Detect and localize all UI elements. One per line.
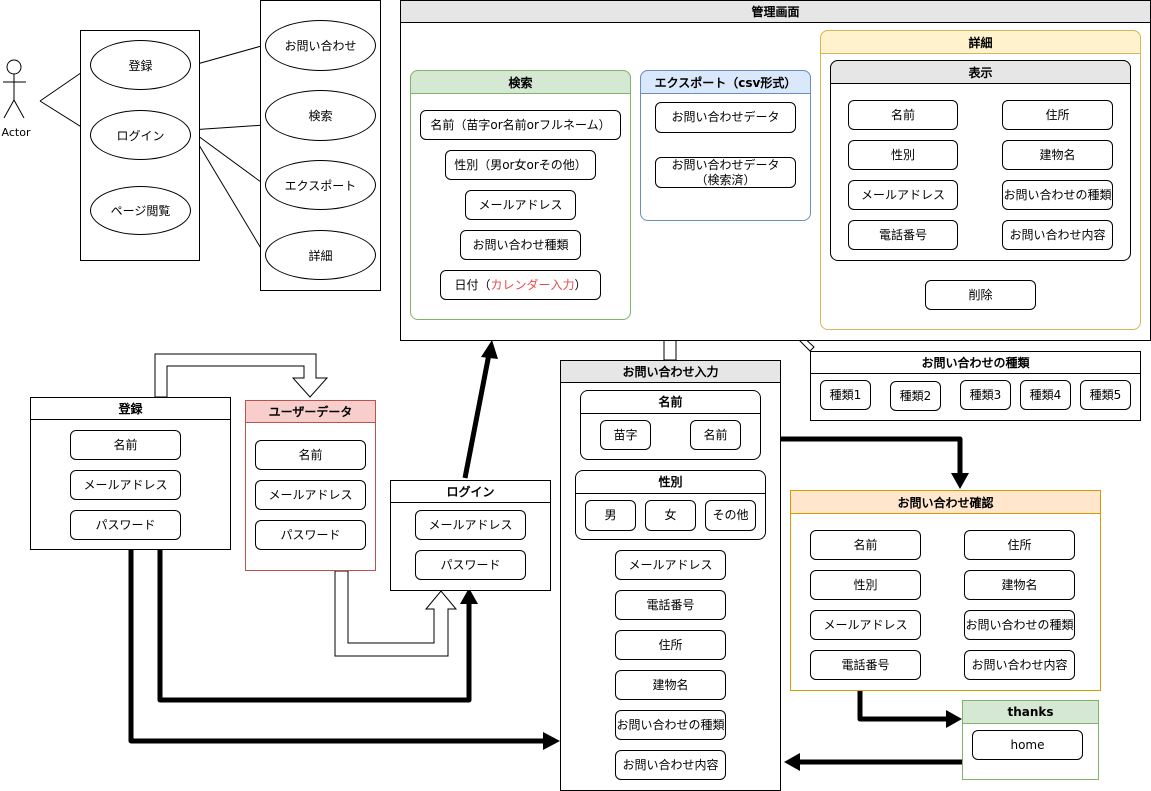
inquiry-field-last-name: 苗字 xyxy=(600,420,651,450)
search-date-prefix: 日付（ xyxy=(454,277,491,292)
detail-display-title: 表示 xyxy=(830,60,1131,84)
inquiry-input-title: お問い合わせ入力 xyxy=(560,360,781,383)
flow-arrowheads xyxy=(460,340,969,771)
detail-field-address: 住所 xyxy=(1002,100,1113,130)
search-field-gender: 性別（男or女orその他） xyxy=(445,150,596,180)
export-inquiry-data: お問い合わせデータ xyxy=(655,102,796,133)
confirm-field-phone: 電話番号 xyxy=(810,650,921,680)
inquiry-type-3: 種類3 xyxy=(960,380,1011,410)
detail-field-name: 名前 xyxy=(848,100,958,130)
inquiry-confirm-title: お問い合わせ確認 xyxy=(790,490,1101,514)
detail-field-building: 建物名 xyxy=(1002,140,1113,170)
detail-field-inquiry-content: お問い合わせ内容 xyxy=(1002,220,1113,250)
search-field-date: 日付（カレンダー入力） xyxy=(440,270,601,300)
confirm-field-gender: 性別 xyxy=(810,570,921,600)
inquiry-field-type: お問い合わせの種類 xyxy=(615,710,726,740)
usecase-register: 登録 xyxy=(90,40,191,90)
detail-panel-title: 詳細 xyxy=(820,30,1141,54)
register-field-name: 名前 xyxy=(70,430,181,460)
inquiry-gender-male: 男 xyxy=(585,500,636,531)
confirm-field-name: 名前 xyxy=(810,530,921,560)
inquiry-field-first-name: 名前 xyxy=(690,420,741,450)
confirm-field-building: 建物名 xyxy=(964,570,1075,600)
detail-delete-button: 削除 xyxy=(925,280,1036,310)
login-field-password: パスワード xyxy=(415,550,526,580)
thanks-home-button: home xyxy=(972,730,1083,760)
export-panel-title: エクスポート（csv形式） xyxy=(640,70,811,94)
inquiry-field-address: 住所 xyxy=(615,630,726,660)
userdata-title: ユーザーデータ xyxy=(245,400,376,423)
actor-label: Actor xyxy=(1,126,31,139)
inquiry-name-title: 名前 xyxy=(580,390,761,414)
inquiry-field-email: メールアドレス xyxy=(615,550,726,580)
inquiry-field-building: 建物名 xyxy=(615,670,726,700)
confirm-field-address: 住所 xyxy=(964,530,1075,560)
usecase-inquiry: お問い合わせ xyxy=(265,20,376,71)
export-panel xyxy=(640,70,811,221)
export-inquiry-data-filtered: お問い合わせデータ （検索済） xyxy=(655,157,796,188)
search-field-name: 名前（苗字or名前orフルネーム） xyxy=(420,110,621,140)
inquiry-field-content: お問い合わせ内容 xyxy=(615,750,726,780)
usecase-login: ログイン xyxy=(90,110,191,160)
flow-arrows xyxy=(128,353,963,765)
confirm-field-inquiry-type: お問い合わせの種類 xyxy=(964,610,1075,640)
inquiry-gender-female: 女 xyxy=(645,500,696,531)
inquiry-gender-title: 性別 xyxy=(575,470,766,494)
inquiry-type-1: 種類1 xyxy=(820,380,871,410)
inquiry-types-title: お問い合わせの種類 xyxy=(810,351,1141,374)
search-field-email: メールアドレス xyxy=(465,190,576,220)
admin-screen-title: 管理画面 xyxy=(400,0,1151,23)
thanks-title: thanks xyxy=(962,700,1099,724)
inquiry-type-4: 種類4 xyxy=(1020,380,1071,410)
usecase-page-view: ページ閲覧 xyxy=(90,186,191,235)
detail-field-phone: 電話番号 xyxy=(848,220,958,250)
detail-field-gender: 性別 xyxy=(848,140,958,170)
userdata-field-password: パスワード xyxy=(255,520,366,550)
inquiry-type-2: 種類2 xyxy=(890,381,941,411)
detail-field-inquiry-type: お問い合わせの種類 xyxy=(1002,180,1113,210)
usecase-search: 検索 xyxy=(265,90,376,141)
login-field-email: メールアドレス xyxy=(415,510,526,540)
search-date-calendar-input: カレンダー入力 xyxy=(490,277,575,292)
usecase-export: エクスポート xyxy=(265,160,376,210)
inquiry-type-5: 種類5 xyxy=(1080,380,1131,410)
inquiry-gender-other: その他 xyxy=(705,500,756,531)
register-screen-title: 登録 xyxy=(30,397,231,420)
userdata-field-email: メールアドレス xyxy=(255,480,366,510)
inquiry-field-phone: 電話番号 xyxy=(615,590,726,620)
search-date-suffix: ） xyxy=(574,277,587,292)
actor-figure-icon xyxy=(3,59,26,119)
confirm-field-inquiry-content: お問い合わせ内容 xyxy=(964,650,1075,680)
login-screen-title: ログイン xyxy=(390,480,551,503)
actor-association-lines xyxy=(39,44,266,256)
confirm-field-email: メールアドレス xyxy=(810,610,921,640)
register-field-email: メールアドレス xyxy=(70,470,181,500)
search-field-inquiry-type: お問い合わせ種類 xyxy=(460,230,581,260)
register-field-password: パスワード xyxy=(70,510,181,540)
search-panel-title: 検索 xyxy=(410,70,631,94)
userdata-field-name: 名前 xyxy=(255,440,366,470)
detail-field-email: メールアドレス xyxy=(848,180,958,210)
usecase-detail: 詳細 xyxy=(265,230,376,280)
